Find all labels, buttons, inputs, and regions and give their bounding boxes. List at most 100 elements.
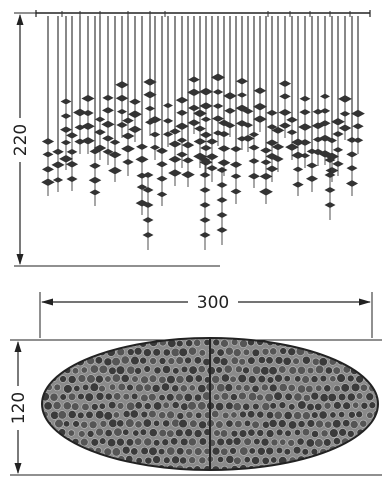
plan-crystal-dot xyxy=(91,403,99,411)
plan-crystal-dot xyxy=(332,456,341,465)
plan-crystal-dot xyxy=(113,392,122,401)
plan-crystal-dot xyxy=(103,339,112,348)
crystal-drop xyxy=(156,161,168,168)
plan-crystal-dot xyxy=(54,365,62,373)
plan-crystal-dot xyxy=(251,384,260,393)
plan-crystal-dot xyxy=(360,456,369,465)
plan-crystal-dot xyxy=(171,401,180,409)
plan-crystal-dot xyxy=(134,437,143,446)
plan-crystal-dot xyxy=(377,347,378,355)
crystal-drop xyxy=(292,181,304,188)
plan-crystal-dot xyxy=(166,374,176,385)
plan-crystal-dot xyxy=(176,339,184,348)
plan-crystal-dot xyxy=(235,384,243,392)
plan-crystal-dot xyxy=(283,375,291,383)
plan-crystal-dot xyxy=(67,464,76,470)
plan-crystal-dot xyxy=(148,393,157,402)
plan-crystal-dot xyxy=(350,455,359,464)
plan-crystal-dot xyxy=(175,356,184,365)
plan-crystal-dot xyxy=(55,439,63,447)
plan-crystal-dot xyxy=(90,347,98,355)
plan-crystal-dot xyxy=(158,411,167,420)
plan-crystal-dot xyxy=(251,456,260,465)
plan-crystal-dot xyxy=(134,401,143,410)
plan-crystal-dot xyxy=(256,393,264,402)
plan-crystal-dot xyxy=(71,347,80,356)
plan-crystal-dot xyxy=(283,448,291,456)
crystal-drop xyxy=(205,153,219,161)
plan-crystal-dot xyxy=(364,465,374,470)
crystal-drop xyxy=(60,139,72,146)
plan-crystal-dot xyxy=(161,438,170,447)
crystal-drop xyxy=(144,105,156,112)
plan-crystal-dot xyxy=(107,438,117,448)
plan-crystal-dot xyxy=(188,365,198,375)
plan-crystal-dot xyxy=(198,349,206,357)
plan-crystal-dot xyxy=(220,447,229,456)
plan-crystal-dot xyxy=(45,364,55,374)
crystal-drop xyxy=(176,151,188,158)
plan-crystal-dot xyxy=(98,384,106,393)
crystal-drop xyxy=(325,152,339,161)
plan-crystal-dot xyxy=(188,346,197,356)
width-dimension-label: 300 xyxy=(197,293,229,313)
plan-crystal-dot xyxy=(111,356,121,367)
plan-crystal-dot xyxy=(261,347,270,356)
crystal-drop xyxy=(41,138,55,145)
plan-crystal-dot xyxy=(294,375,302,383)
plan-crystal-dot xyxy=(360,401,369,410)
crystal-drop xyxy=(116,108,128,115)
plan-crystal-dot xyxy=(193,338,202,347)
plan-crystal-dot xyxy=(265,411,275,420)
plan-crystal-dot xyxy=(297,420,306,428)
plan-crystal-dot xyxy=(348,411,356,419)
plan-crystal-dot xyxy=(45,437,54,445)
plan-crystal-dot xyxy=(143,437,153,447)
plan-crystal-dot xyxy=(319,374,328,383)
plan-crystal-dot xyxy=(329,428,339,438)
plan-crystal-dot xyxy=(253,437,261,446)
plan-crystal-dot xyxy=(71,367,80,375)
plan-crystal-dot xyxy=(342,401,351,411)
crystal-drop xyxy=(325,166,339,175)
plan-crystal-dot xyxy=(59,375,67,383)
plan-crystal-dot xyxy=(315,384,323,392)
crystal-drop xyxy=(352,123,364,130)
plan-crystal-dot xyxy=(198,437,208,446)
plan-crystal-dot xyxy=(368,347,378,357)
plan-crystal-dot xyxy=(355,392,364,400)
crystal-drop xyxy=(129,98,141,105)
plan-crystal-dot xyxy=(247,356,256,365)
crystal-drop xyxy=(260,147,272,154)
plan-crystal-dot xyxy=(42,445,50,456)
plan-crystal-dot xyxy=(243,419,252,427)
crystal-drop xyxy=(339,110,351,117)
plan-crystal-dot xyxy=(239,339,248,349)
plan-crystal-dot xyxy=(340,383,350,393)
plan-crystal-dot xyxy=(279,438,287,446)
plan-crystal-dot xyxy=(306,366,315,375)
plan-crystal-dot xyxy=(88,420,98,430)
plan-crystal-dot xyxy=(73,384,81,392)
plan-crystal-dot xyxy=(278,383,288,392)
plan-crystal-dot xyxy=(197,365,206,374)
plan-crystal-dot xyxy=(265,429,275,438)
plan-crystal-dot xyxy=(233,456,242,465)
plan-crystal-dot xyxy=(115,365,126,375)
crystal-drop xyxy=(65,160,79,168)
plan-crystal-dot xyxy=(53,383,62,392)
crystal-drop xyxy=(82,109,94,117)
crystal-drop xyxy=(223,92,237,100)
plan-crystal-dot xyxy=(376,365,378,375)
plan-crystal-dot xyxy=(193,447,203,456)
crystal-drop xyxy=(248,172,260,180)
crystal-drop xyxy=(101,120,115,128)
plan-crystal-dot xyxy=(261,456,270,465)
plan-crystal-dot xyxy=(314,364,325,375)
plan-crystal-dot xyxy=(129,409,139,419)
crystal-drop xyxy=(115,81,129,89)
crystal-drop xyxy=(187,88,201,97)
plan-crystal-dot xyxy=(341,348,350,357)
plan-crystal-dot xyxy=(265,356,274,365)
